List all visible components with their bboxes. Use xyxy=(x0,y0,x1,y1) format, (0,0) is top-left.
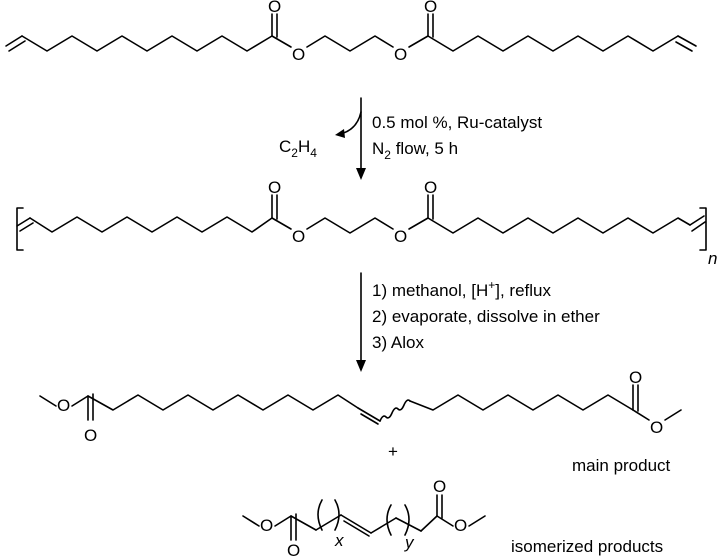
monomer-right-vinyl-double xyxy=(675,41,693,52)
polymer-right-chain xyxy=(427,217,691,234)
polymer-structure: O O O O n xyxy=(16,178,717,268)
main-product-ester-oxygen-left: O xyxy=(57,396,70,415)
monomer-right-vinyl xyxy=(677,35,697,47)
main-product-right-chain xyxy=(409,394,634,411)
isomer-left-parenthesis-close xyxy=(334,499,340,531)
polymer-ester-oxygen-left: O xyxy=(292,227,305,246)
isomerized-products-label: isomerized products xyxy=(511,537,663,556)
ethylene-byproduct: C2H4 xyxy=(279,137,317,160)
isomer-carbonyl-oxygen-left: O xyxy=(287,541,300,560)
monomer-linker xyxy=(306,35,394,52)
isomer-right-parenthesis-close xyxy=(404,504,410,536)
monomer-right-chain xyxy=(427,35,679,52)
monomer-left-chain xyxy=(21,35,273,52)
plus-sign: + xyxy=(388,442,398,461)
isomerized-product-structure: O O x y O O xyxy=(242,477,486,560)
polymer-left-bracket xyxy=(16,207,24,251)
monomer-left-vinyl xyxy=(5,35,23,47)
main-product-left-chain xyxy=(87,394,359,411)
isomer-index-y: y xyxy=(404,533,415,552)
polymer-ester-oxygen-right: O xyxy=(394,227,407,246)
polymer-carbonyl-oxygen-right: O xyxy=(424,178,437,197)
step1-conditions: 0.5 mol %, Ru-catalyst N2 flow, 5 h C2H4 xyxy=(279,113,542,162)
polymer-left-chain xyxy=(29,216,273,233)
step2-arrow xyxy=(356,272,366,372)
isomer-ester-oxygen-right: O xyxy=(454,516,467,535)
main-product-carbonyl-oxygen-left: O xyxy=(84,426,97,445)
isomer-index-x: x xyxy=(334,531,344,550)
monomer-carbonyl-oxygen-left: O xyxy=(268,0,281,16)
polymer-repeat-index: n xyxy=(708,249,717,268)
main-product-wavy-bond xyxy=(379,399,411,422)
step1-atmosphere-text: N2 flow, 5 h xyxy=(372,139,458,162)
main-product-carbonyl-oxygen-right: O xyxy=(629,368,642,387)
step1-arrow xyxy=(335,97,366,180)
monomer-carbonyl-oxygen-right: O xyxy=(424,0,437,16)
step2-line1: 1) methanol, [H+], reflux xyxy=(372,278,551,300)
isomer-ester-oxygen-left: O xyxy=(260,516,273,535)
isomer-right-parenthesis-open xyxy=(386,504,392,536)
step2-line3: 3) Alox xyxy=(372,333,424,352)
monomer-structure: O O O O xyxy=(5,0,697,64)
main-product-ester-oxygen-right: O xyxy=(650,418,663,437)
step2-line2: 2) evaporate, dissolve in ether xyxy=(372,307,600,326)
monomer-ester-oxygen-right: O xyxy=(394,45,407,64)
step2-conditions: 1) methanol, [H+], reflux 2) evaporate, … xyxy=(372,278,600,352)
polymer-linker xyxy=(306,217,394,234)
monomer-left-vinyl-double xyxy=(8,40,26,52)
isomer-left-parenthesis-open xyxy=(317,499,323,531)
polymer-carbonyl-oxygen-left: O xyxy=(268,178,281,197)
monomer-right-ester-bond xyxy=(408,35,429,48)
main-product-structure: O O O O xyxy=(39,368,682,445)
isomer-carbonyl-oxygen-right: O xyxy=(433,477,446,496)
main-product-label: main product xyxy=(572,456,671,475)
monomer-left-ester-bond xyxy=(271,35,292,48)
polymer-right-bracket xyxy=(699,207,707,251)
monomer-ester-oxygen-left: O xyxy=(292,45,305,64)
step1-catalyst-text: 0.5 mol %, Ru-catalyst xyxy=(372,113,542,132)
